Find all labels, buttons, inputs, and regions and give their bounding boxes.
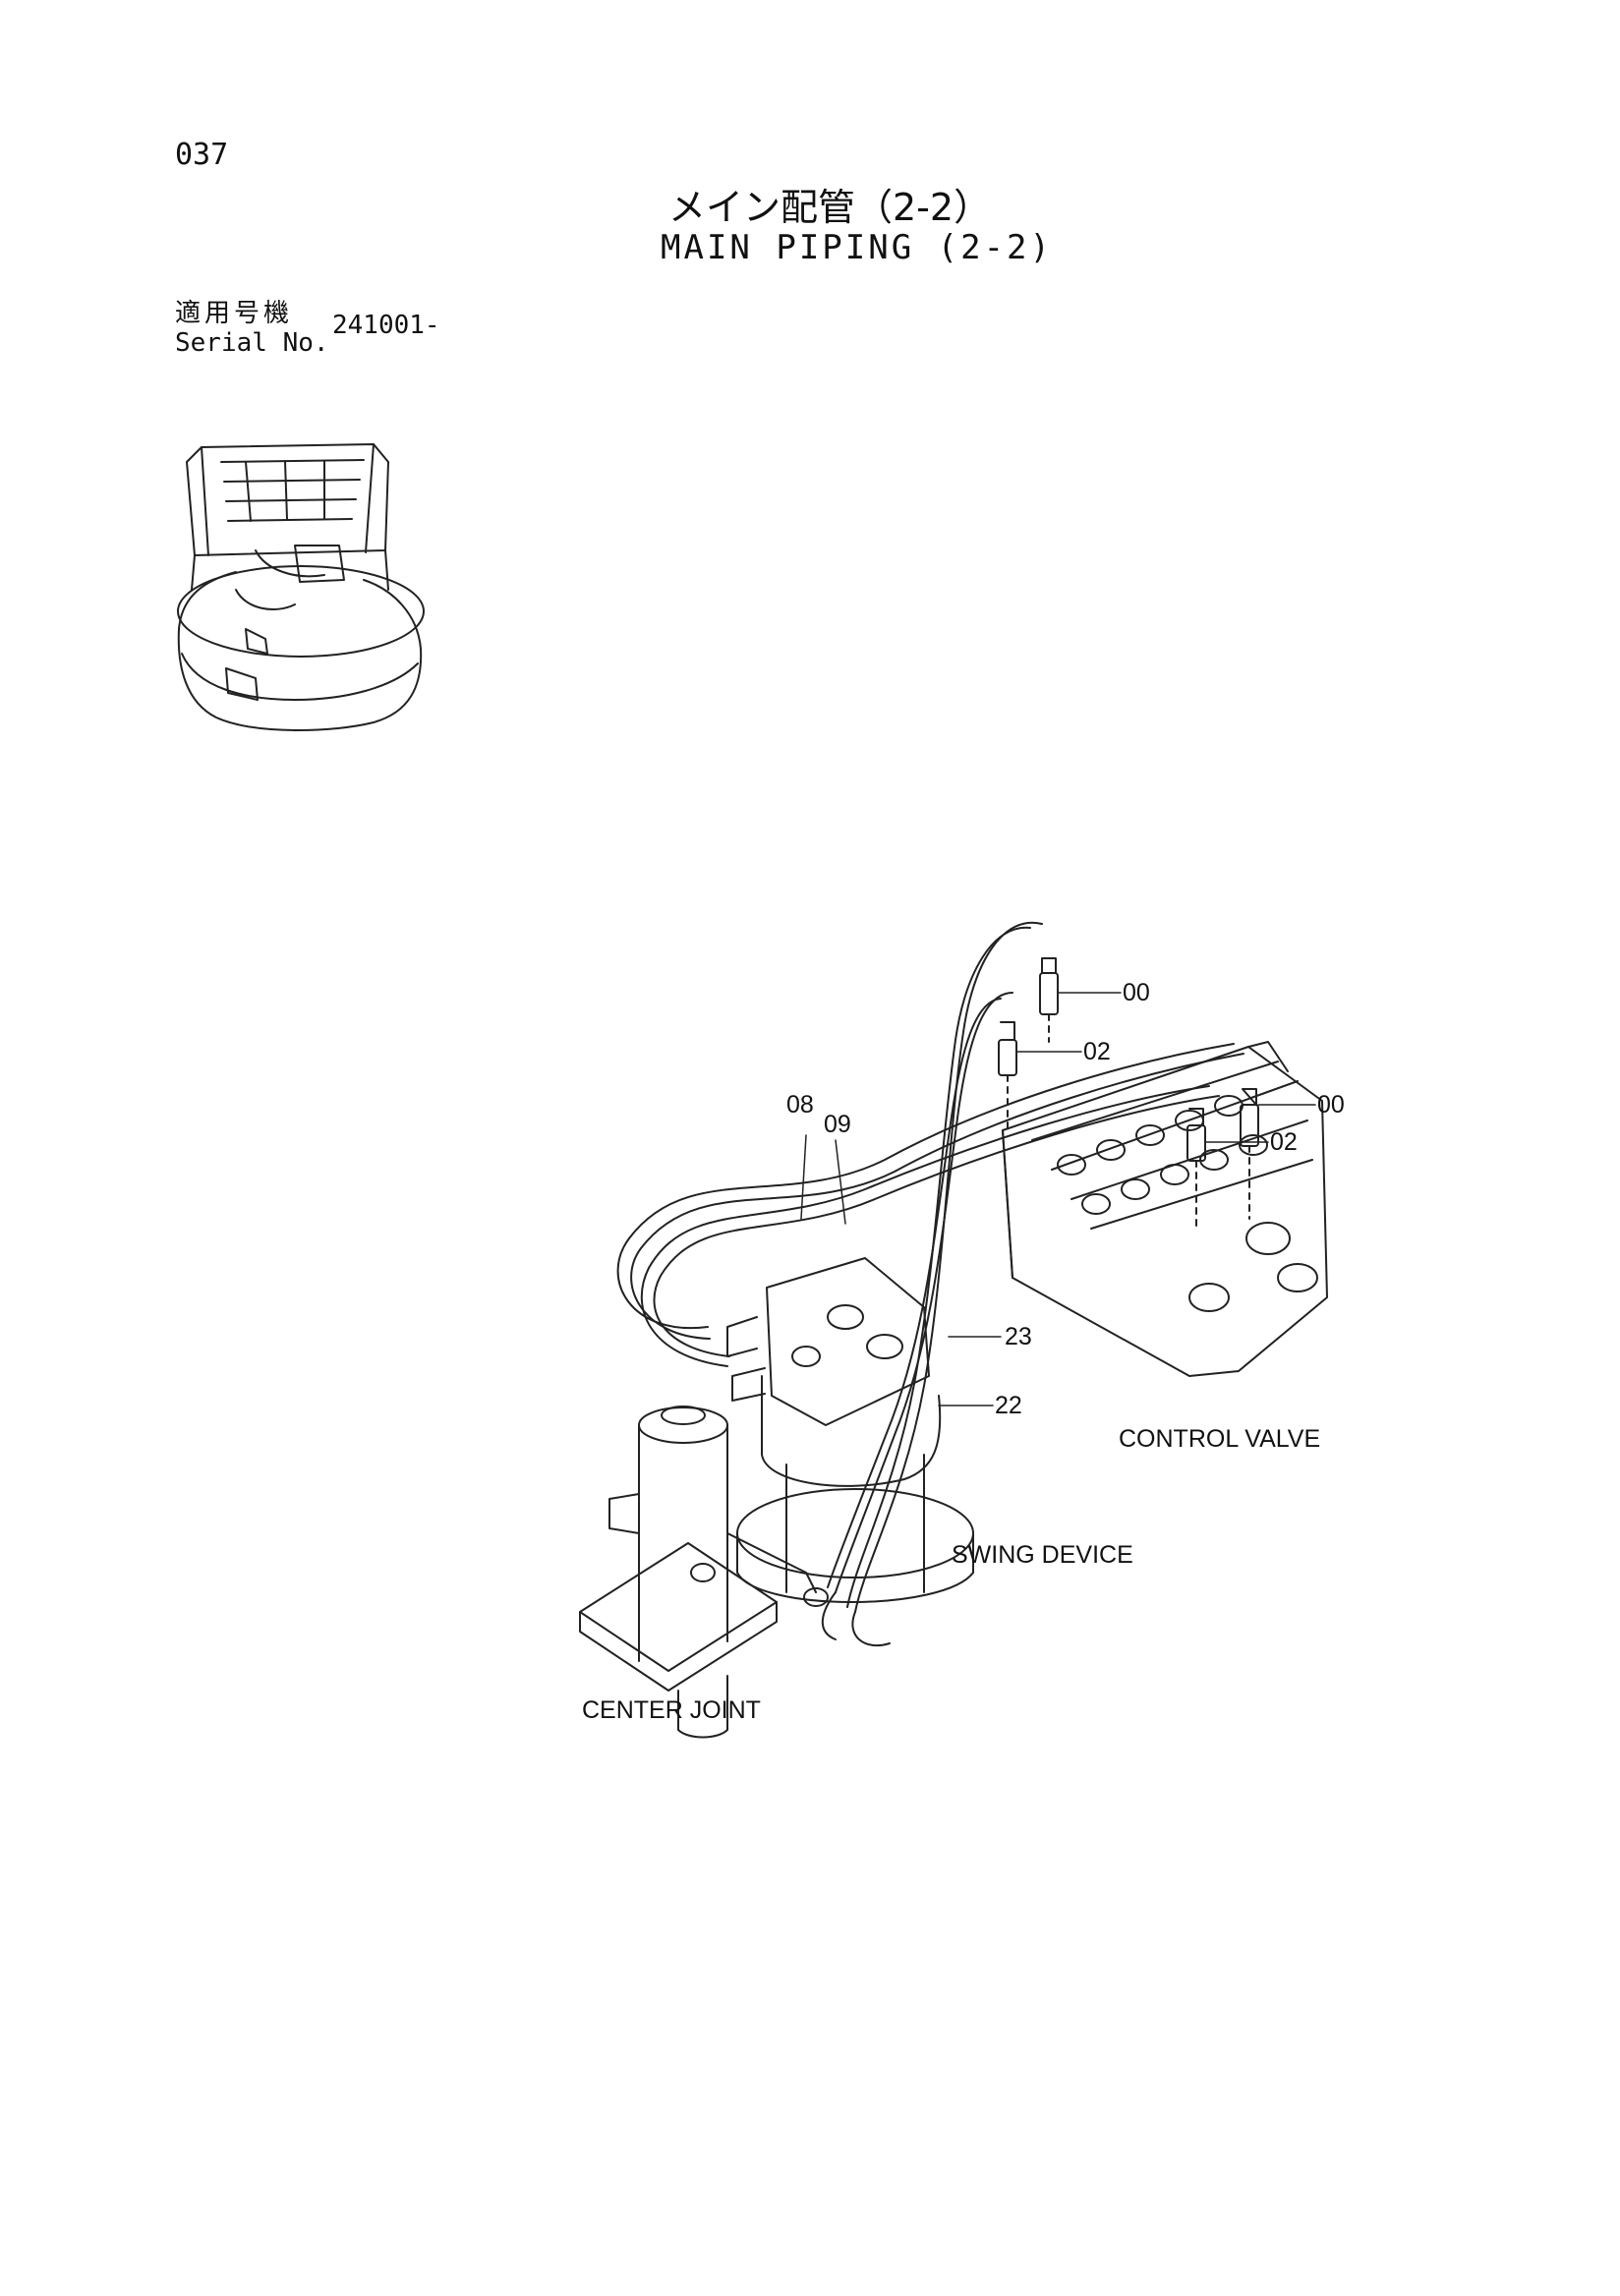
- callout-02: 02: [1270, 1128, 1298, 1156]
- serial-number-value: 241001-: [332, 311, 440, 340]
- callout-00: 00: [1123, 979, 1150, 1006]
- center-joint-label: CENTER JOINT: [582, 1696, 761, 1724]
- serial-label-english: Serial No.: [175, 328, 329, 358]
- page-title-english: MAIN PIPING (2-2): [661, 228, 1053, 267]
- callout-00: 00: [1317, 1091, 1345, 1119]
- page-title-japanese: メイン配管（2-2）: [668, 186, 992, 229]
- swing-device-label: SWING DEVICE: [952, 1541, 1133, 1569]
- control-valve-drawing: [1002, 1041, 1328, 1377]
- serial-label-japanese: 適用号機: [175, 299, 294, 328]
- hose-08-09: [616, 1043, 1244, 1367]
- callout-08: 08: [786, 1091, 814, 1119]
- control-valve-label: CONTROL VALVE: [1119, 1425, 1321, 1453]
- page-number: 037: [175, 138, 229, 172]
- callout-leader-lines: [800, 992, 1316, 1406]
- callout-22: 22: [995, 1392, 1022, 1419]
- center-joint-drawing: [579, 1406, 829, 1739]
- callout-09: 09: [824, 1111, 851, 1138]
- swing-device-drawing: [726, 1257, 974, 1603]
- callout-23: 23: [1005, 1323, 1032, 1350]
- machine-overview-thumbnail: [177, 443, 425, 731]
- hose-22-23: [821, 921, 1043, 1647]
- fittings-group: [998, 957, 1259, 1230]
- callout-02: 02: [1083, 1038, 1111, 1065]
